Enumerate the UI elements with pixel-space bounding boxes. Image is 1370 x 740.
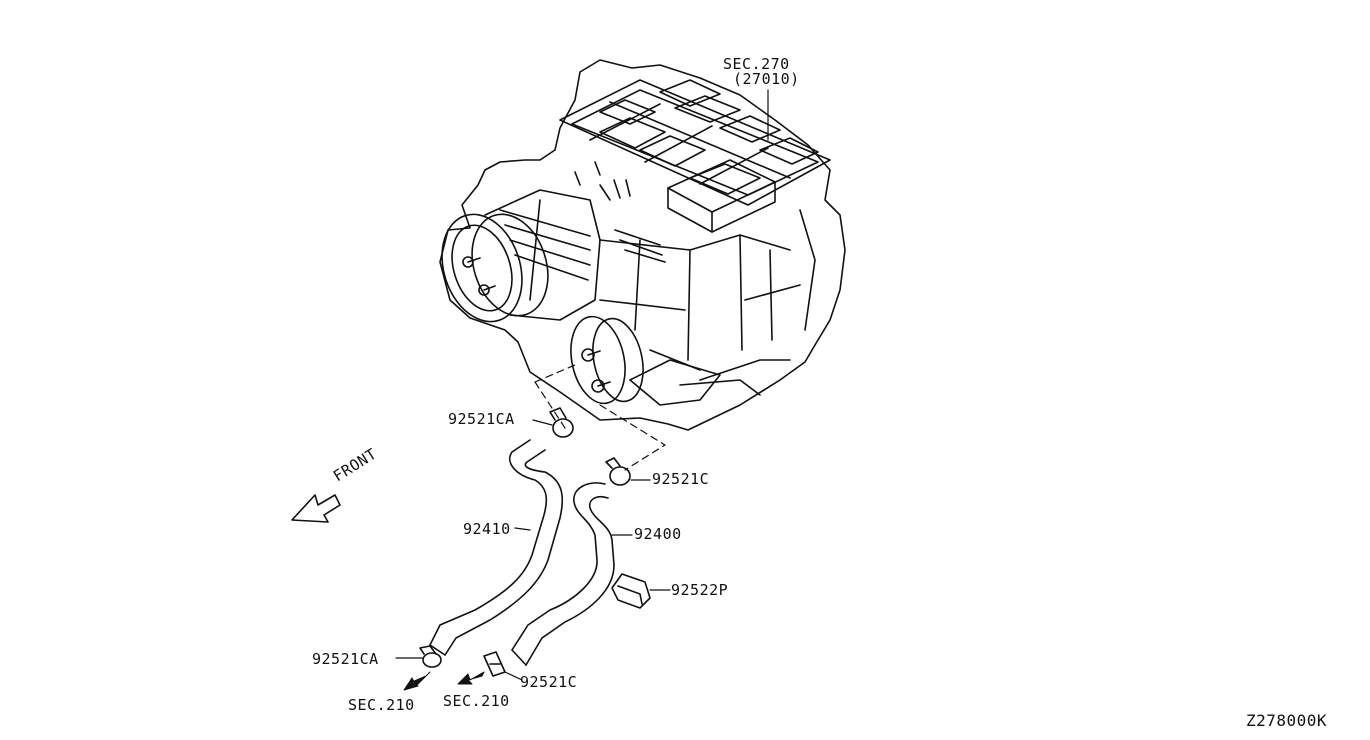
part-label-92400: 92400 (634, 525, 682, 543)
diagram-id: Z278000K (1246, 711, 1328, 730)
front-direction-arrow (291, 494, 341, 523)
grommet-92522P (611, 573, 671, 609)
sec-270-label: SEC.270 (723, 55, 790, 73)
part-label-92521C-lower: 92521C (520, 673, 578, 691)
engine-arrow-right (457, 671, 485, 685)
part-label-92410: 92410 (463, 520, 511, 538)
part-label-92521C-upper: 92521C (652, 470, 710, 488)
upper-left-clamp (532, 407, 574, 438)
lower-left-clamp (395, 645, 442, 668)
part-label-92522P: 92522P (671, 581, 729, 599)
engine-ref-right-label: SEC.210 (443, 692, 510, 710)
connection-guide-lines (534, 364, 666, 471)
lower-right-clamp (483, 651, 523, 681)
engine-ref-left-label: SEC.210 (348, 696, 415, 714)
part-label-92521CA-lower: 92521CA (312, 650, 379, 668)
heater-unit-assembly (439, 59, 846, 431)
sec-270-part-number: (27010) (733, 70, 800, 88)
hose-92410 (429, 439, 564, 656)
upper-right-clamp (605, 457, 651, 486)
hose-92400 (511, 482, 633, 666)
part-label-92521CA-upper: 92521CA (448, 410, 515, 428)
engine-arrow-left (403, 671, 431, 691)
